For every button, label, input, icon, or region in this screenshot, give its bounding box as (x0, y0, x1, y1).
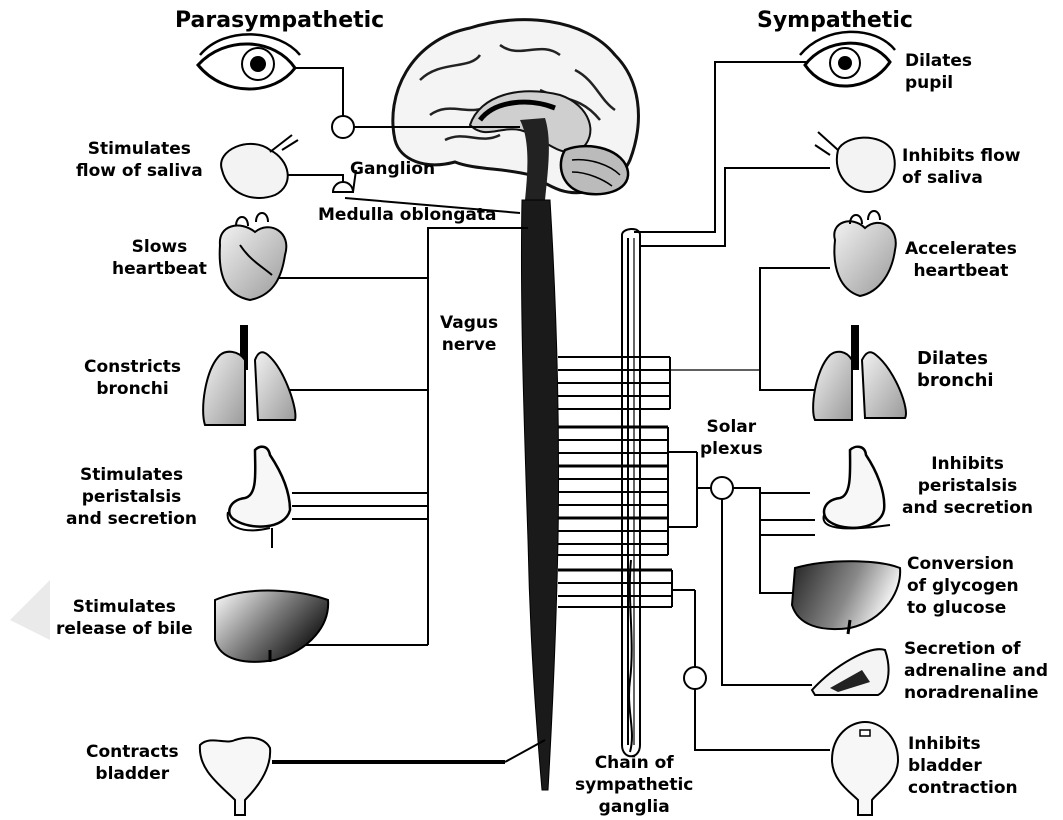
eye-left (198, 34, 300, 89)
bladder-right (832, 722, 898, 815)
salivary-gland-right (815, 132, 895, 192)
ganglion-label: Ganglion (350, 158, 435, 180)
adrenal-gland-right (812, 649, 889, 695)
heart-right (834, 211, 896, 296)
heart-left (220, 213, 287, 300)
spinal-cord (521, 200, 558, 790)
liver-left (215, 591, 328, 662)
liver-right (792, 561, 900, 634)
stomach-left (228, 447, 290, 548)
medulla-oblongata-label: Medulla oblongata (318, 204, 496, 226)
stomach-right (824, 447, 890, 529)
lungs-left (203, 325, 295, 425)
watermark-shape (10, 580, 50, 640)
lungs-right (813, 325, 906, 420)
bladder-left (200, 738, 270, 815)
salivary-gland-left (221, 135, 298, 198)
parasympathetic-heading: Parasympathetic (175, 10, 384, 32)
eye-right (800, 32, 895, 86)
sympathetic-heading: Sympathetic (757, 10, 913, 32)
sympathetic-nerves (634, 62, 830, 750)
